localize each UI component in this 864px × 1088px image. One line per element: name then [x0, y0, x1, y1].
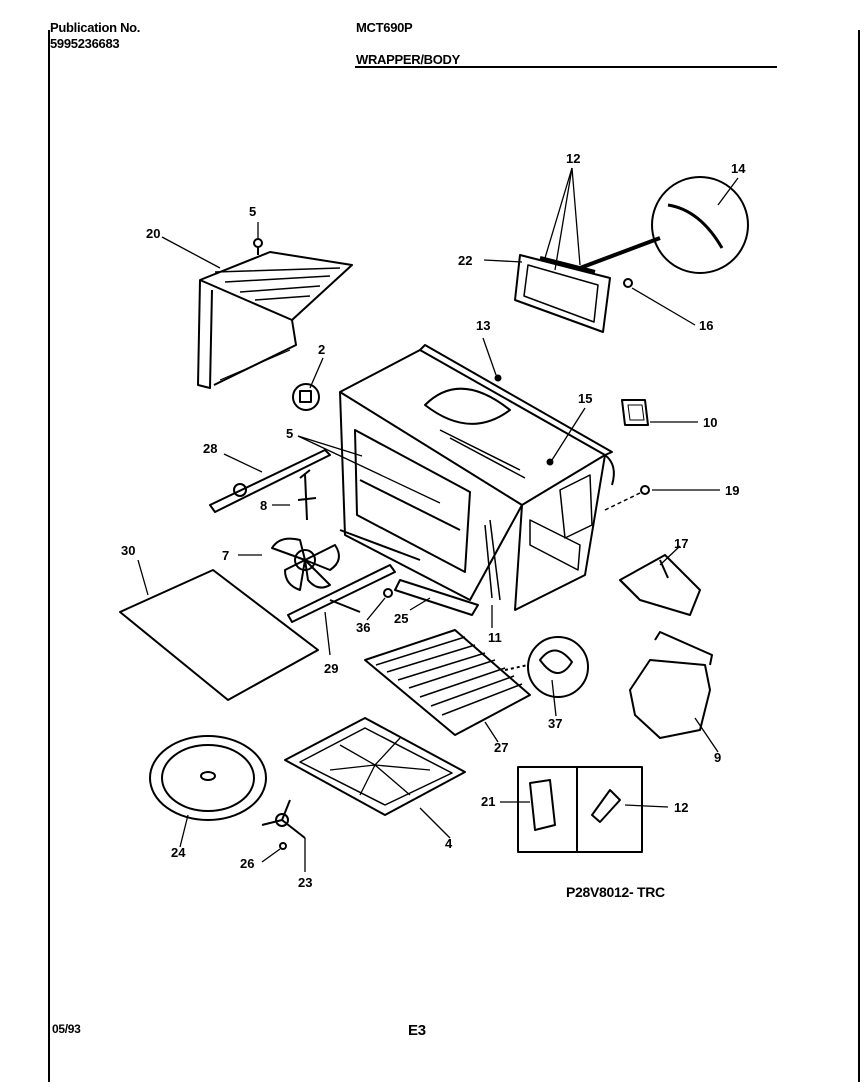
part-30-glass-tray [119, 569, 319, 701]
part-4-tray [284, 717, 466, 816]
part-2-detail [292, 383, 320, 411]
header-rule [355, 66, 777, 68]
part-14-leader-bar [579, 236, 661, 270]
footer-page: E3 [408, 1022, 426, 1039]
part-15-point [546, 458, 554, 466]
label-24: 24 [171, 845, 186, 860]
label-25: 25 [394, 611, 408, 626]
part-13-point [494, 374, 502, 382]
label-7: 7 [222, 548, 229, 563]
label-20: 20 [146, 226, 160, 241]
label-10: 10 [703, 415, 717, 430]
label-12-bottom: 12 [674, 800, 688, 815]
label-5-top: 5 [249, 204, 256, 219]
part-37-detail [504, 636, 589, 698]
part-29 [287, 564, 396, 623]
label-27: 27 [494, 740, 508, 755]
part-19-screw [604, 485, 650, 511]
label-21: 21 [481, 794, 495, 809]
page-border [48, 30, 860, 1082]
label-11: 11 [488, 630, 502, 645]
part-28 [209, 449, 331, 513]
label-37: 37 [548, 716, 562, 731]
label-12-top: 12 [566, 151, 580, 166]
label-5: 5 [286, 426, 293, 441]
footer-date: 05/93 [52, 1022, 81, 1036]
part-25 [339, 529, 479, 616]
part-24-turntable [149, 735, 267, 821]
label-14: 14 [731, 161, 746, 176]
part-7-fan [271, 537, 340, 591]
part-8 [297, 469, 317, 521]
part-17-vent [619, 554, 701, 616]
part-20-top-panel [197, 251, 353, 389]
publication-number: 5995236683 [50, 36, 120, 51]
label-2: 2 [318, 342, 325, 357]
label-13: 13 [476, 318, 490, 333]
label-4: 4 [445, 836, 453, 851]
part-16-screw [623, 278, 633, 288]
part-10 [621, 399, 649, 426]
label-30: 30 [121, 543, 135, 558]
label-9: 9 [714, 750, 721, 765]
label-15: 15 [578, 391, 592, 406]
label-17: 17 [674, 536, 688, 551]
part-27-rack [364, 629, 531, 736]
drawing-code: P28V8012- TRC [566, 884, 665, 900]
part-5-screw-top [253, 238, 263, 255]
label-8: 8 [260, 498, 267, 513]
leader-lines [137, 167, 739, 872]
part-14-detail [651, 176, 749, 274]
part-26-point [279, 842, 287, 850]
label-22: 22 [458, 253, 472, 268]
label-29: 29 [324, 661, 338, 676]
main-cabinet [339, 344, 615, 611]
label-23: 23 [298, 875, 312, 890]
part-labels: 20 5 2 5 28 8 7 30 29 36 25 11 13 15 12 … [121, 151, 746, 890]
part-21-12-box [517, 766, 643, 853]
label-26: 26 [240, 856, 254, 871]
label-36: 36 [356, 620, 370, 635]
label-28: 28 [203, 441, 217, 456]
label-16: 16 [699, 318, 713, 333]
part-36 [383, 588, 393, 598]
label-19: 19 [725, 483, 739, 498]
part-23-roller [261, 799, 306, 839]
model-number: MCT690P [356, 20, 413, 35]
section-title: WRAPPER/BODY [356, 52, 461, 67]
publication-label: Publication No. [50, 20, 141, 35]
part-22-frame [514, 254, 611, 333]
part-9-bracket [629, 631, 713, 739]
